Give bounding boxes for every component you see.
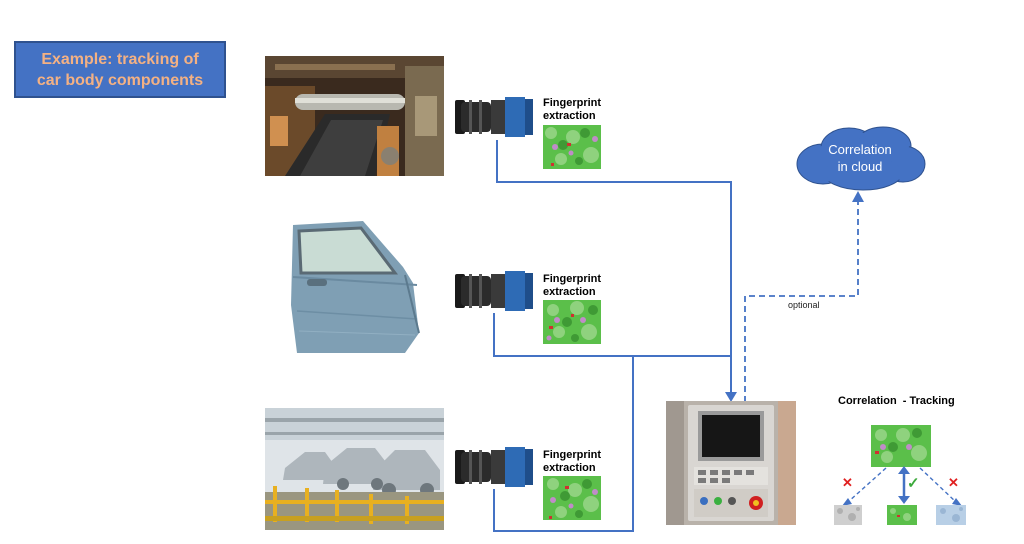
cloud-icon [793, 124, 927, 197]
fingerprint-texture [543, 476, 601, 520]
correlation-arrows [842, 466, 962, 506]
fingerprint-label: Fingerprint extraction [543, 97, 602, 122]
camera-icon [455, 94, 535, 140]
assembly-line-photo [265, 408, 444, 530]
candidate-fingerprint-match [887, 505, 917, 530]
press-machine-photo [265, 56, 444, 176]
no-match-mark-left: ✕ [842, 475, 853, 490]
control-terminal [666, 401, 796, 530]
fingerprint-texture [543, 300, 601, 344]
fingerprint-label: Fingerprint extraction [543, 449, 602, 474]
fingerprint-label: Fingerprint extraction [543, 273, 602, 298]
car-door-photo [285, 215, 425, 355]
candidate-fingerprint-gray [834, 505, 862, 530]
reference-fingerprint [871, 425, 931, 472]
correlation-tracking-title: Correlation - Tracking [838, 395, 955, 407]
candidate-fingerprint-blue [936, 505, 966, 530]
line-station-2 [493, 313, 731, 357]
optional-label: optional [788, 300, 820, 310]
cloud-label: Correlation in cloud [828, 142, 892, 174]
fingerprint-texture [543, 125, 601, 169]
camera-icon [455, 268, 535, 314]
title-text: Example: tracking of car body components [36, 50, 204, 89]
camera-icon [455, 444, 535, 490]
no-match-mark-right: ✕ [948, 475, 959, 490]
title-box: Example: tracking of car body components [14, 41, 226, 98]
match-mark: ✓ [907, 475, 920, 492]
